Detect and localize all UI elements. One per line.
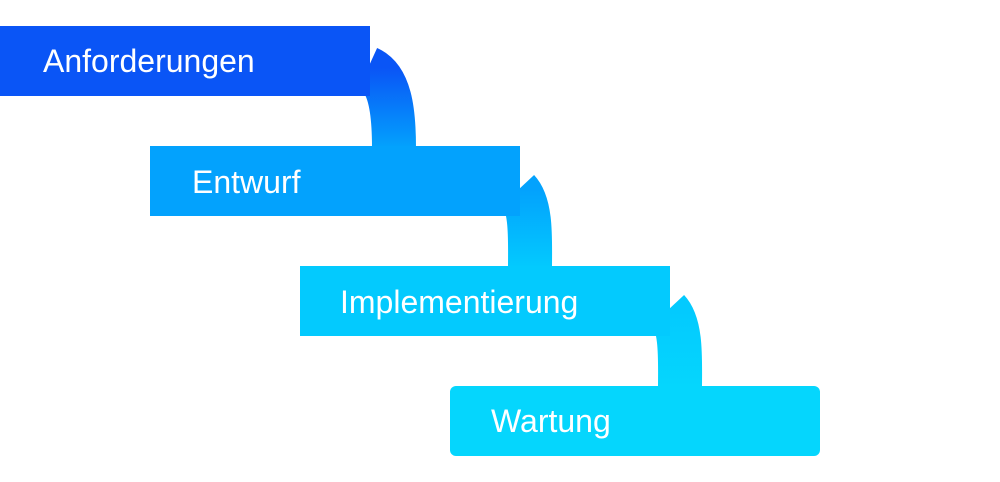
- step-box-anforderungen: [0, 26, 370, 96]
- step-label-entwurf: Entwurf: [192, 164, 301, 200]
- step-box-implementierung: [300, 266, 670, 336]
- step-label-wartung: Wartung: [491, 403, 611, 439]
- connector-arrow-1: [356, 47, 416, 149]
- step-box-wartung: [450, 386, 820, 456]
- step-box-entwurf: [150, 146, 520, 216]
- connector-arrow-2: [500, 175, 553, 269]
- step-label-anforderungen: Anforderungen: [43, 43, 255, 79]
- connector-arrow-3: [650, 295, 703, 389]
- step-label-implementierung: Implementierung: [340, 284, 578, 320]
